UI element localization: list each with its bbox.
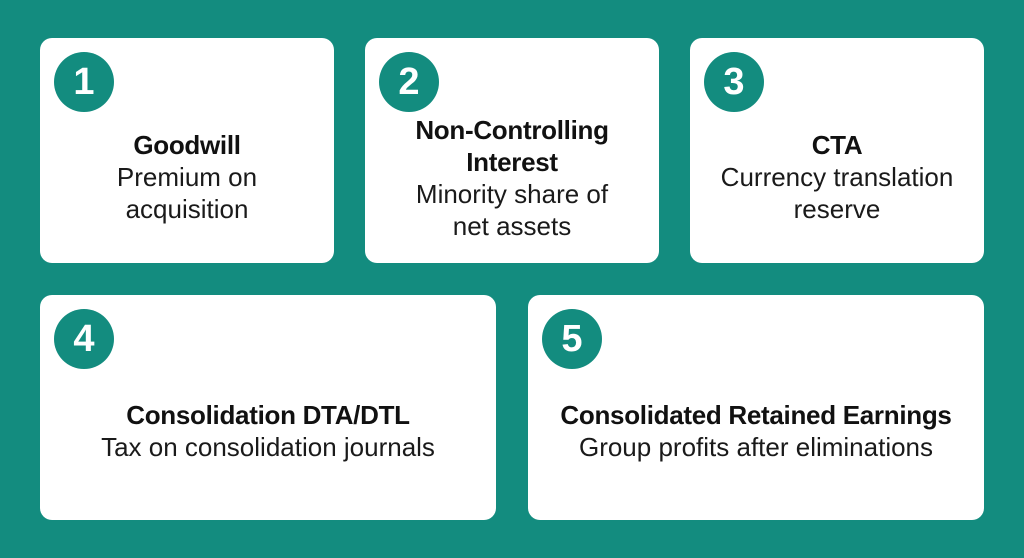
card-text: Non-Controlling Interest Minority share … xyxy=(373,114,651,242)
card-non-controlling-interest: 2 Non-Controlling Interest Minority shar… xyxy=(365,38,659,263)
card-title: Goodwill xyxy=(133,130,241,160)
card-title: Non-Controlling Interest xyxy=(415,115,609,177)
card-description: Currency translation reserve xyxy=(720,162,954,224)
card-consolidated-retained-earnings: 5 Consolidated Retained Earnings Group p… xyxy=(528,295,984,520)
card-consolidation-dta-dtl: 4 Consolidation DTA/DTL Tax on consolida… xyxy=(40,295,496,520)
number-badge: 5 xyxy=(542,309,602,369)
number-badge: 4 xyxy=(54,309,114,369)
card-cta: 3 CTA Currency translation reserve xyxy=(690,38,984,263)
card-description: Tax on consolidation journals xyxy=(101,432,435,462)
card-text: Goodwill Premium on acquisition xyxy=(48,129,326,225)
card-title: CTA xyxy=(811,130,863,160)
card-description: Premium on acquisition xyxy=(116,162,258,224)
card-description: Minority share of net assets xyxy=(415,179,609,241)
number-badge: 1 xyxy=(54,52,114,112)
card-text: Consolidated Retained Earnings Group pro… xyxy=(536,399,976,463)
card-goodwill: 1 Goodwill Premium on acquisition xyxy=(40,38,334,263)
card-title: Consolidation DTA/DTL xyxy=(126,400,410,430)
number-badge: 2 xyxy=(379,52,439,112)
number-badge: 3 xyxy=(704,52,764,112)
card-text: Consolidation DTA/DTL Tax on consolidati… xyxy=(48,399,488,463)
card-title: Consolidated Retained Earnings xyxy=(560,400,952,430)
card-text: CTA Currency translation reserve xyxy=(698,129,976,225)
card-description: Group profits after eliminations xyxy=(578,432,934,462)
